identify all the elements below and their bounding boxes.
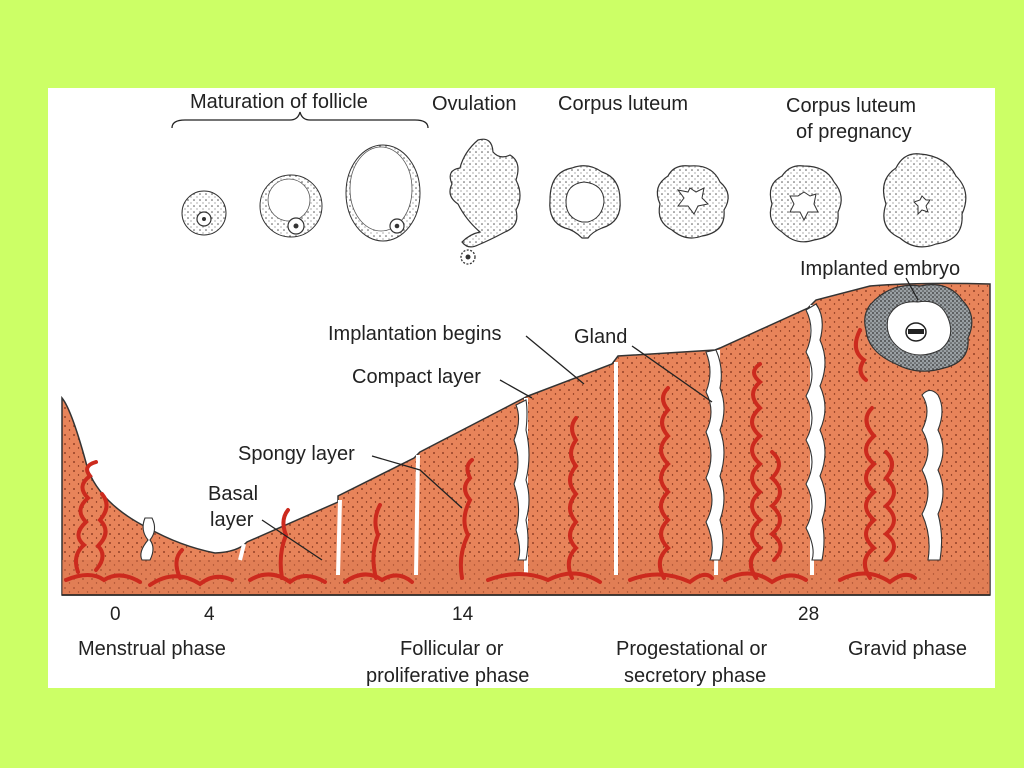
- progestational-phase-label-1: Progestational or: [616, 638, 768, 660]
- compact-layer-label: Compact layer: [352, 366, 481, 388]
- implantation-begins-label: Implantation begins: [328, 323, 501, 345]
- day-tick-4: 4: [204, 604, 215, 625]
- ovulating-follicle: [449, 138, 521, 265]
- implanted-embryo-label: Implanted embryo: [800, 258, 960, 280]
- ovulation-label: Ovulation: [432, 93, 517, 115]
- maturation-brace: [171, 111, 429, 129]
- corpus-luteum-pregnancy-label-2: of pregnancy: [796, 121, 912, 143]
- gravid-phase-label: Gravid phase: [848, 638, 967, 660]
- follicle-small: [181, 190, 227, 236]
- corpus-luteum-1: [549, 165, 621, 239]
- blood-vessels: [64, 328, 917, 587]
- implanted-embryo: [864, 284, 973, 372]
- menstrual-phase-label: Menstrual phase: [78, 638, 226, 660]
- leader-lines: [261, 277, 919, 561]
- follicle-large: [345, 144, 421, 242]
- corpus-luteum-pregnancy-1: [769, 165, 842, 243]
- corpus-luteum-pregnancy-label-1: Corpus luteum: [786, 95, 916, 117]
- follicle-medium: [259, 174, 323, 238]
- day-tick-0: 0: [110, 604, 121, 625]
- corpus-luteum-2: [656, 165, 729, 239]
- gland-label: Gland: [574, 326, 627, 348]
- maturation-label: Maturation of follicle: [190, 91, 368, 113]
- corpus-luteum-pregnancy-2: [883, 153, 967, 248]
- glands: [140, 303, 944, 561]
- progestational-phase-label-2: secretory phase: [624, 665, 766, 687]
- day-tick-28: 28: [798, 604, 819, 625]
- follicular-phase-label-1: Follicular or: [400, 638, 504, 660]
- basal-layer-label-1: Basal: [208, 483, 258, 505]
- day-tick-14: 14: [452, 604, 474, 625]
- basal-layer-label-2: layer: [210, 509, 254, 531]
- corpus-luteum-label: Corpus luteum: [558, 93, 688, 115]
- spongy-layer-label: Spongy layer: [238, 443, 355, 465]
- follicular-phase-label-2: proliferative phase: [366, 665, 529, 687]
